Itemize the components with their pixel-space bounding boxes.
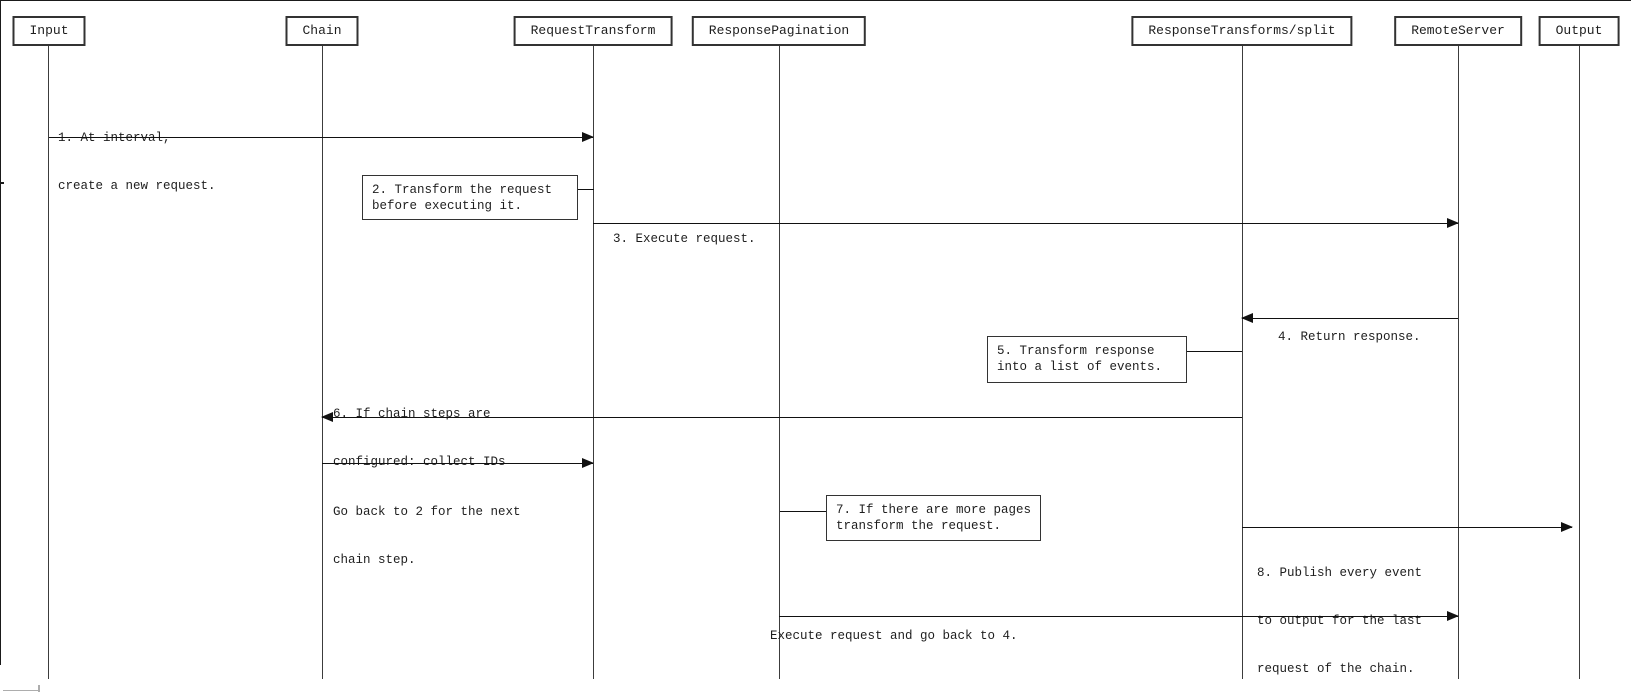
top-border-line bbox=[0, 0, 1631, 1]
message-8-line-2: to output for the last bbox=[1257, 614, 1423, 628]
bottom-left-gray-line-artifact bbox=[3, 690, 40, 691]
lifeline-chain bbox=[322, 46, 323, 679]
message-go-back-line-1: Go back to 2 for the next bbox=[333, 505, 521, 519]
lifeline-responsetransforms-split bbox=[1242, 46, 1243, 679]
message-4-line-1: 4. Return response. bbox=[1278, 330, 1421, 344]
message-1-line-1: 1. At interval, bbox=[58, 131, 171, 145]
message-go-back-line-2: chain step. bbox=[333, 553, 416, 567]
left-edge-tick-artifact bbox=[0, 182, 4, 184]
note-5-connector-line bbox=[1187, 351, 1242, 352]
message-execute-again-line-1: Execute request and go back to 4. bbox=[770, 629, 1018, 643]
participant-chain-label: Chain bbox=[302, 23, 342, 38]
arrow-1-create-request bbox=[49, 132, 594, 142]
participant-input-label: Input bbox=[29, 23, 69, 38]
message-3-line-1: 3. Execute request. bbox=[613, 232, 756, 246]
message-4-label: 4. Return response. bbox=[1278, 297, 1421, 377]
participant-requesttransform-label: RequestTransform bbox=[530, 23, 656, 38]
participant-input: Input bbox=[12, 16, 86, 46]
participant-responsetransforms-split: ResponseTransforms/split bbox=[1131, 16, 1353, 46]
note-2-connector-line bbox=[578, 189, 594, 190]
message-execute-again-label: Execute request and go back to 4. bbox=[770, 596, 1018, 676]
message-6-line-1: 6. If chain steps are bbox=[333, 407, 491, 421]
message-1-label: 1. At interval, create a new request. bbox=[58, 98, 216, 226]
note-2-transform-request: 2. Transform the request before executin… bbox=[362, 175, 578, 220]
arrow-execute-go-back-to-4 bbox=[779, 611, 1459, 621]
lifeline-output bbox=[1579, 46, 1580, 679]
message-8-line-3: request of the chain. bbox=[1257, 662, 1415, 676]
note-7-more-pages: 7. If there are more pages transform the… bbox=[826, 495, 1041, 541]
note-2-line-2: before executing it. bbox=[372, 199, 523, 213]
message-go-back-label: Go back to 2 for the next chain step. bbox=[333, 472, 521, 600]
arrow-go-back-to-2 bbox=[322, 458, 594, 468]
lifeline-responsepagination bbox=[779, 46, 780, 679]
participant-output: Output bbox=[1538, 16, 1620, 46]
note-5-line-1: 5. Transform response bbox=[997, 344, 1155, 358]
note-7-line-1: 7. If there are more pages bbox=[836, 503, 1032, 517]
arrow-8-publish-events bbox=[1242, 522, 1573, 532]
message-8-label: 8. Publish every event to output for the… bbox=[1257, 533, 1422, 693]
participant-output-label: Output bbox=[1555, 23, 1603, 38]
note-7-connector-line bbox=[780, 511, 826, 512]
participant-chain: Chain bbox=[285, 16, 359, 46]
lifeline-requesttransform bbox=[593, 46, 594, 679]
note-5-transform-response: 5. Transform response into a list of eve… bbox=[987, 336, 1187, 383]
arrow-3-execute-request bbox=[593, 218, 1459, 228]
message-3-label: 3. Execute request. bbox=[613, 199, 756, 279]
participant-requesttransform: RequestTransform bbox=[513, 16, 673, 46]
note-5-line-2: into a list of events. bbox=[997, 360, 1163, 374]
participant-responsepagination-label: ResponsePagination bbox=[708, 23, 850, 38]
bottom-left-gray-tick-artifact bbox=[38, 685, 40, 692]
participant-remoteserver-label: RemoteServer bbox=[1411, 23, 1505, 38]
participant-responsetransforms-split-label: ResponseTransforms/split bbox=[1148, 23, 1336, 38]
message-8-line-1: 8. Publish every event bbox=[1257, 566, 1423, 580]
arrow-4-return-response bbox=[1241, 313, 1458, 323]
left-border-line bbox=[0, 0, 1, 665]
arrow-6-collect-ids bbox=[321, 412, 1242, 422]
lifeline-remoteserver bbox=[1458, 46, 1459, 679]
participant-responsepagination: ResponsePagination bbox=[691, 16, 867, 46]
note-2-line-1: 2. Transform the request bbox=[372, 183, 553, 197]
message-1-line-2: create a new request. bbox=[58, 179, 216, 193]
lifeline-input bbox=[48, 46, 49, 679]
message-6-line-2: configured: collect IDs bbox=[333, 455, 506, 469]
participant-remoteserver: RemoteServer bbox=[1394, 16, 1522, 46]
note-7-line-2: transform the request. bbox=[836, 519, 1002, 533]
